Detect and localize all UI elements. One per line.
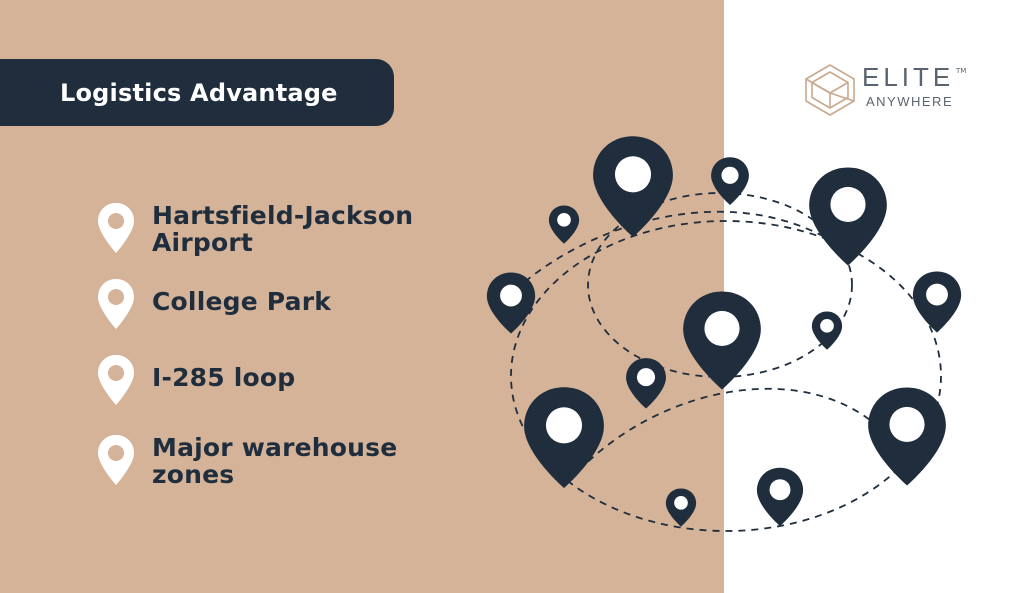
map-pins [486, 136, 962, 527]
logo-wordmark-anywhere: ANYWHERE [866, 94, 954, 109]
map-pin-icon [756, 467, 804, 526]
route-arc-upper [514, 210, 831, 291]
list-item-college-park: College Park [96, 278, 331, 330]
map-pin-icon [683, 291, 761, 390]
location-pin-icon [98, 355, 134, 405]
map-pin-icon [524, 387, 604, 488]
route-loop-outer [510, 220, 942, 532]
map-pin-icon [868, 387, 946, 486]
location-pin-icon [98, 203, 134, 253]
map-pin-icon [912, 271, 962, 333]
map-pin-icon [811, 311, 843, 350]
logo-trademark: TM [956, 67, 967, 75]
location-label: I-285 loop [152, 363, 296, 392]
list-item-hartsfield-jackson: Hartsfield-Jackson Airport [96, 202, 413, 256]
cube-logo-icon [805, 64, 855, 116]
list-item-warehouse-zones: Major warehouse zones [96, 434, 397, 488]
map-pin-icon [626, 358, 666, 409]
logo-wordmark-elite: ELITE [862, 62, 955, 92]
location-label: Major warehouse zones [152, 433, 398, 489]
map-pin-icon [593, 136, 673, 237]
title-banner: Logistics Advantage [0, 59, 394, 126]
location-pin-icon [98, 435, 134, 485]
route-loop-inner [587, 192, 853, 378]
map-pin-icon [665, 488, 697, 527]
location-label: Hartsfield-Jackson Airport [152, 201, 414, 257]
route-arc-lower [569, 387, 871, 481]
location-pin-icon [98, 279, 134, 329]
elite-anywhere-logo: ELITE TM ANYWHERE [802, 62, 966, 118]
page-title: Logistics Advantage [60, 78, 338, 107]
map-pin-icon [809, 167, 887, 266]
location-label: College Park [152, 287, 332, 316]
map-pin-icon [711, 157, 749, 205]
map-pin-icon [486, 272, 536, 334]
list-item-i285-loop: I-285 loop [96, 354, 295, 406]
map-pin-icon [548, 205, 580, 244]
